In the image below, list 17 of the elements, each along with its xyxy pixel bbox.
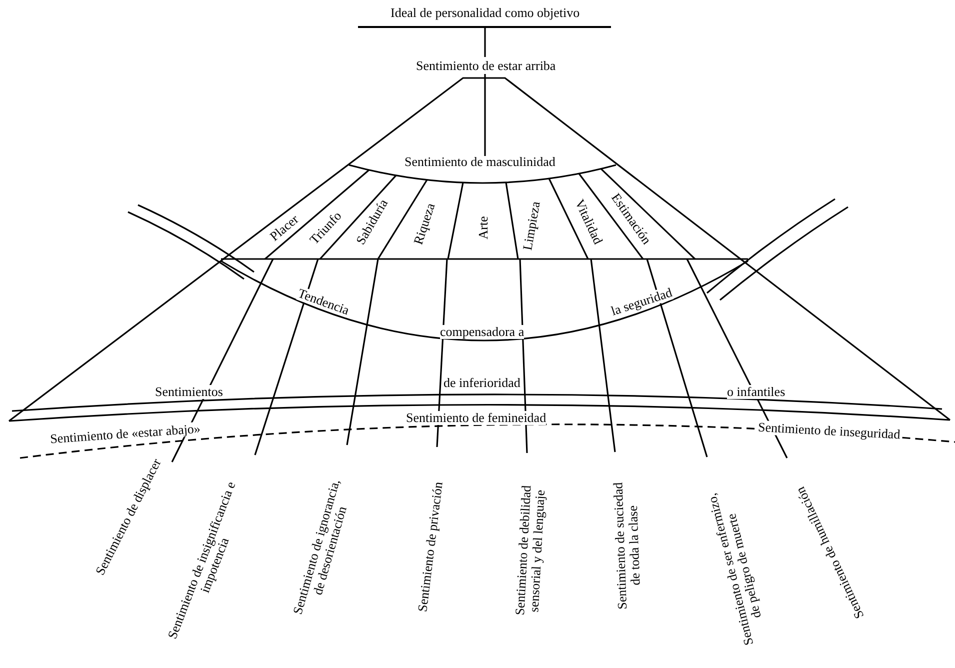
apex-label: Sentimiento de estar arriba xyxy=(416,59,556,73)
category-label: Arte xyxy=(476,216,490,240)
feeling-label: Sentimiento de suciedad de toda la clase xyxy=(611,480,643,612)
band-label: Sentimiento de femineidad xyxy=(406,411,546,425)
band-label: Sentimientos xyxy=(155,385,223,399)
feeling-label: Sentimiento de privación xyxy=(415,481,445,613)
heading-label: Ideal de personalidad como objetivo xyxy=(390,6,580,20)
band-label: Sentimiento de «estar abajo» xyxy=(49,422,200,446)
arc-label: Sentimiento de masculinidad xyxy=(404,155,556,169)
feeling-label: Sentimiento de debilidad sensorial y del lenguaje xyxy=(512,483,548,618)
arc-label: compensadora a xyxy=(440,325,524,339)
feeling-label: Sentimiento de ser enfermizo, de peligro de muerte xyxy=(703,490,765,648)
band-label: de inferioridad xyxy=(444,376,520,390)
category-label: Riqueza xyxy=(410,201,437,246)
band-label: Sentimiento de inseguridad xyxy=(758,420,901,442)
category-label: Limpieza xyxy=(520,200,542,252)
band-label: o infantiles xyxy=(727,385,786,399)
